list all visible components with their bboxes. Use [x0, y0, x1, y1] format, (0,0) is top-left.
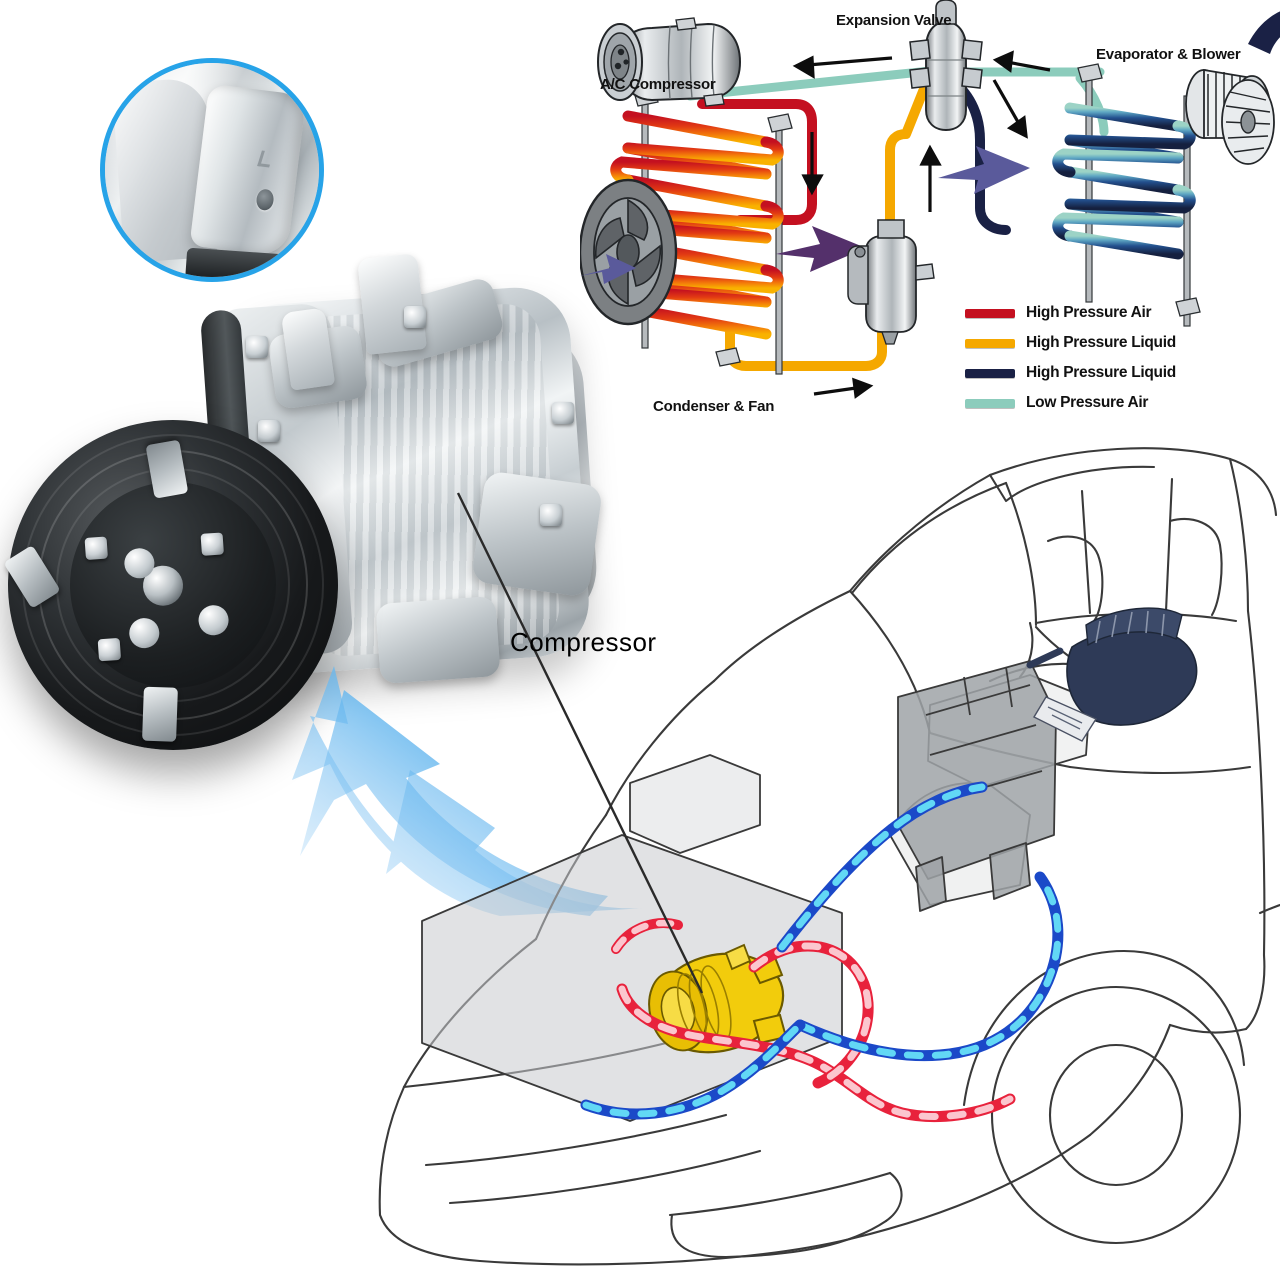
legend-swatch — [965, 368, 1015, 378]
hose-low-pressure — [580, 781, 1064, 1120]
compressor-bolt — [246, 336, 268, 358]
legend-item: Low Pressure Air — [965, 388, 1215, 418]
mounting-bracket-closeup — [100, 58, 324, 282]
label-ac-compressor: A/C Compressor — [600, 76, 716, 93]
airflow-arrow-condenser-right — [776, 226, 866, 272]
dashboard-vent-assembly — [1026, 607, 1198, 742]
cold-air-outflow-arrow-icon — [1248, 11, 1280, 54]
hose-high-pressure — [611, 918, 1016, 1123]
bracket-bolt-hole — [255, 187, 275, 211]
legend-label: High Pressure Air — [1026, 304, 1152, 321]
legend-label: High Pressure Liquid — [1026, 334, 1176, 351]
legend-item: High Pressure Liquid — [965, 328, 1215, 358]
zoom-callout-arrow-icon — [292, 666, 648, 916]
receiver-drier — [847, 219, 935, 345]
expansion-valve — [909, 0, 983, 131]
compressor-bolt — [552, 402, 574, 424]
label-expansion-valve: Expansion Valve — [836, 12, 952, 29]
condenser-fan — [580, 178, 678, 326]
pipe-low-pressure-suction — [685, 65, 945, 101]
pipe-drier-to-expansion-valve — [885, 69, 935, 241]
legend-swatch — [965, 308, 1015, 318]
legend-item: High Pressure Air — [965, 298, 1215, 328]
compressor-callout-leader — [456, 492, 704, 994]
bracket-arm — [189, 83, 308, 257]
legend-item: High Pressure Liquid — [965, 358, 1215, 388]
compressor-callout-label: Compressor — [510, 627, 657, 657]
battery-box — [629, 754, 761, 854]
legend-label: High Pressure Liquid — [1026, 364, 1176, 381]
ac-compressor-product-photo — [0, 250, 610, 770]
compressor-schematic — [597, 17, 742, 107]
label-evaporator-blower: Evaporator & Blower — [1096, 46, 1241, 63]
refrigerant-circuit-diagram — [580, 0, 1280, 399]
blower-assembly — [1185, 68, 1275, 165]
legend-label: Low Pressure Air — [1026, 394, 1149, 411]
compressor-bolt — [258, 420, 280, 442]
legend-swatch — [965, 398, 1015, 408]
airflow-arrow-condenser-left — [580, 254, 636, 284]
flow-direction-arrows — [792, 50, 1051, 399]
pipe-low-pressure-evap-riser — [1075, 73, 1109, 137]
casting-stamp-mark — [257, 150, 274, 168]
legend-swatch — [965, 338, 1015, 348]
clutch-retaining-tab — [142, 686, 178, 742]
evaporator-coil — [1052, 63, 1201, 327]
compressor-discharge-port — [357, 253, 427, 355]
compressor-bolt — [404, 306, 426, 328]
vehicle-cutaway-illustration — [378, 447, 1280, 1266]
legend: High Pressure Air High Pressure Liquid H… — [965, 298, 1215, 418]
label-condenser-fan: Condenser & Fan — [653, 398, 775, 415]
clutch-lug — [200, 532, 224, 556]
airflow-arrow-evaporator — [938, 146, 1030, 194]
compressor-bolt — [540, 504, 562, 526]
clutch-lug — [97, 637, 122, 662]
clutch-lug — [84, 536, 108, 561]
